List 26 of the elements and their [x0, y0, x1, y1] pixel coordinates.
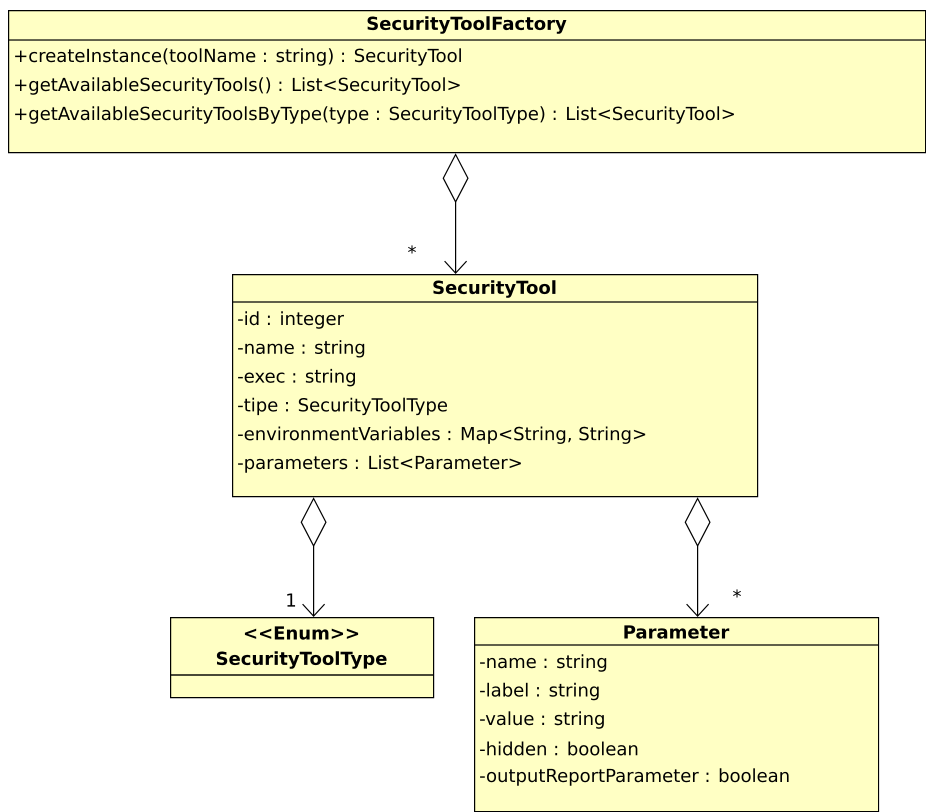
member-text: +getAvailableSecurityToolsByType(type : SecurityToolType) : List<SecurityTool> [15, 106, 734, 124]
member-text: -label : string [480, 682, 599, 700]
member-text: -name : string [238, 340, 364, 358]
multiplicity-label: * [408, 245, 416, 254]
member-text: -parameters : List<Parameter> [238, 455, 521, 473]
class-name: <<Enum>> [244, 626, 358, 640]
multiplicity-label: 1 [287, 593, 296, 607]
member-text: -id : integer [238, 311, 344, 329]
class-box [232, 274, 758, 498]
multiplicity-label: * [733, 589, 741, 598]
member-text: +createInstance(toolName : string) : SecurityTool [15, 48, 461, 66]
member-text: +getAvailableSecurityTools() : List<SecurityTool> [15, 77, 460, 95]
class-box [8, 10, 926, 154]
member-text: -name : string [480, 654, 606, 672]
class-name: Parameter [624, 625, 730, 639]
class-box [474, 617, 880, 812]
member-text: -value : string [480, 711, 604, 729]
class-name: SecurityTool [433, 280, 556, 298]
member-text: -outputReportParameter : boolean [480, 768, 789, 786]
member-text: -hidden : boolean [480, 742, 638, 756]
class-name: SecurityToolFactory [368, 16, 566, 34]
class-box [170, 617, 434, 698]
member-text: -environmentVariables : Map<String, String> [238, 426, 646, 444]
member-text: -tipe : SecurityToolType [238, 398, 447, 416]
member-text: -exec : string [238, 368, 355, 386]
class-name: SecurityToolType [216, 651, 387, 669]
